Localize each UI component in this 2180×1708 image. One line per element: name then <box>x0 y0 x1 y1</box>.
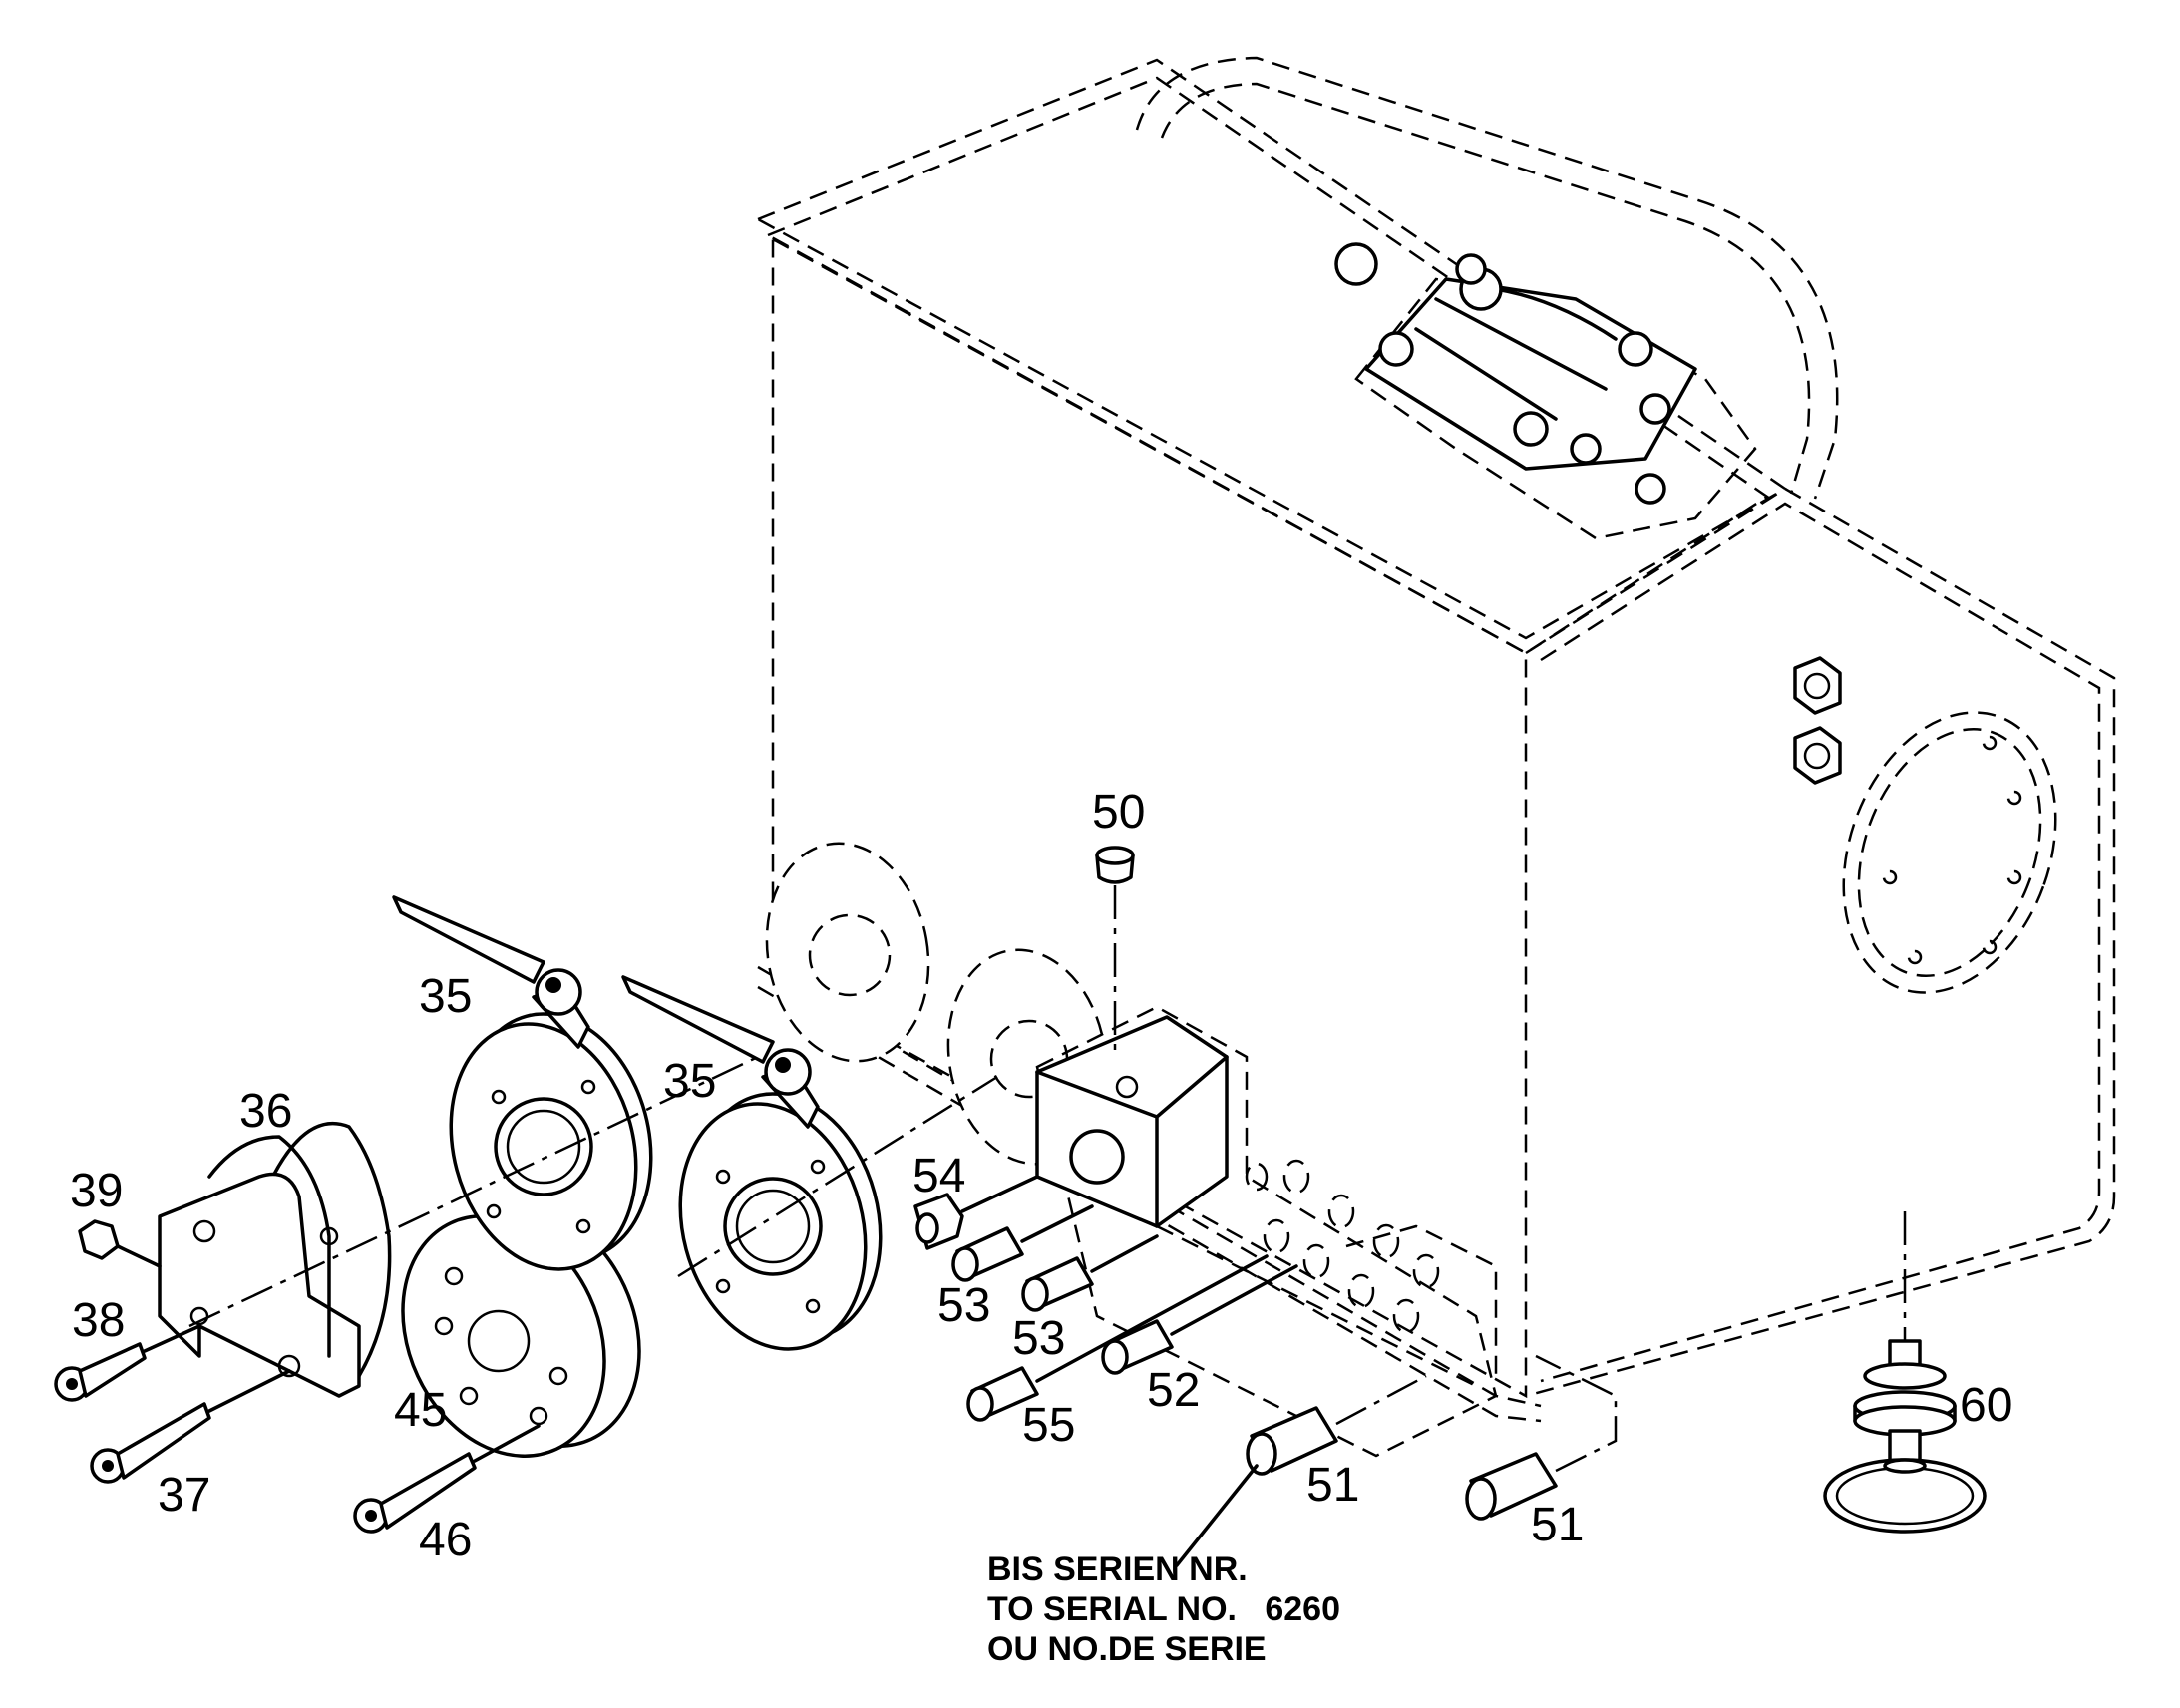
label-part-46: 46 <box>419 1514 472 1566</box>
part-55-fitting <box>966 1254 1269 1422</box>
label-part-51-a: 51 <box>1306 1459 1359 1512</box>
part-50-plug <box>1095 846 1135 884</box>
centerline-lower <box>677 1075 998 1278</box>
part-39-plug <box>78 1219 162 1268</box>
label-part-53-a: 53 <box>937 1279 990 1332</box>
label-part-39: 39 <box>70 1165 123 1217</box>
part-46-screw <box>353 1424 541 1534</box>
tank-cover-assembly <box>1334 242 1757 540</box>
label-part-52: 52 <box>1147 1364 1200 1417</box>
part-60-filter <box>1823 1339 1987 1534</box>
serial-note-line-1: BIS SERIEN NR. <box>987 1550 1248 1588</box>
part-53-fitting-a <box>951 1204 1094 1282</box>
manifold-block <box>1035 1005 1498 1458</box>
serial-note-line-2: TO SERIAL NO. 6260 <box>987 1590 1340 1628</box>
label-part-35-a: 35 <box>419 970 472 1023</box>
part-45-plate <box>401 1204 641 1458</box>
part-54-plug <box>913 1175 1039 1250</box>
label-part-35-b: 35 <box>663 1055 716 1108</box>
label-part-53-b: 53 <box>1012 1312 1065 1365</box>
part-35-valve-a <box>392 895 653 1271</box>
label-part-60: 60 <box>1960 1379 2012 1432</box>
label-part-38: 38 <box>72 1294 125 1347</box>
tank-flanges <box>765 842 1108 1166</box>
part-51-fitting-b <box>1465 1354 1618 1521</box>
label-part-45: 45 <box>394 1384 447 1437</box>
centerline-upper <box>188 1055 759 1328</box>
label-part-54: 54 <box>912 1150 965 1202</box>
label-part-55: 55 <box>1022 1399 1075 1452</box>
label-part-36: 36 <box>239 1085 292 1138</box>
part-51-fitting-a <box>1175 1374 1427 1567</box>
part-53-fitting-b <box>1021 1234 1159 1312</box>
inspection-cover <box>1842 711 2057 994</box>
part-38-screw <box>54 1324 201 1402</box>
sight-glasses <box>1793 656 1842 785</box>
part-37-screw <box>90 1369 291 1484</box>
label-part-51-b: 51 <box>1531 1499 1584 1551</box>
part-36-housing <box>158 1121 392 1398</box>
label-part-37: 37 <box>158 1469 210 1522</box>
label-part-50: 50 <box>1092 786 1145 839</box>
part-52-fitting <box>1101 1264 1298 1375</box>
serial-note-line-3: OU NO.DE SERIE <box>987 1630 1267 1668</box>
